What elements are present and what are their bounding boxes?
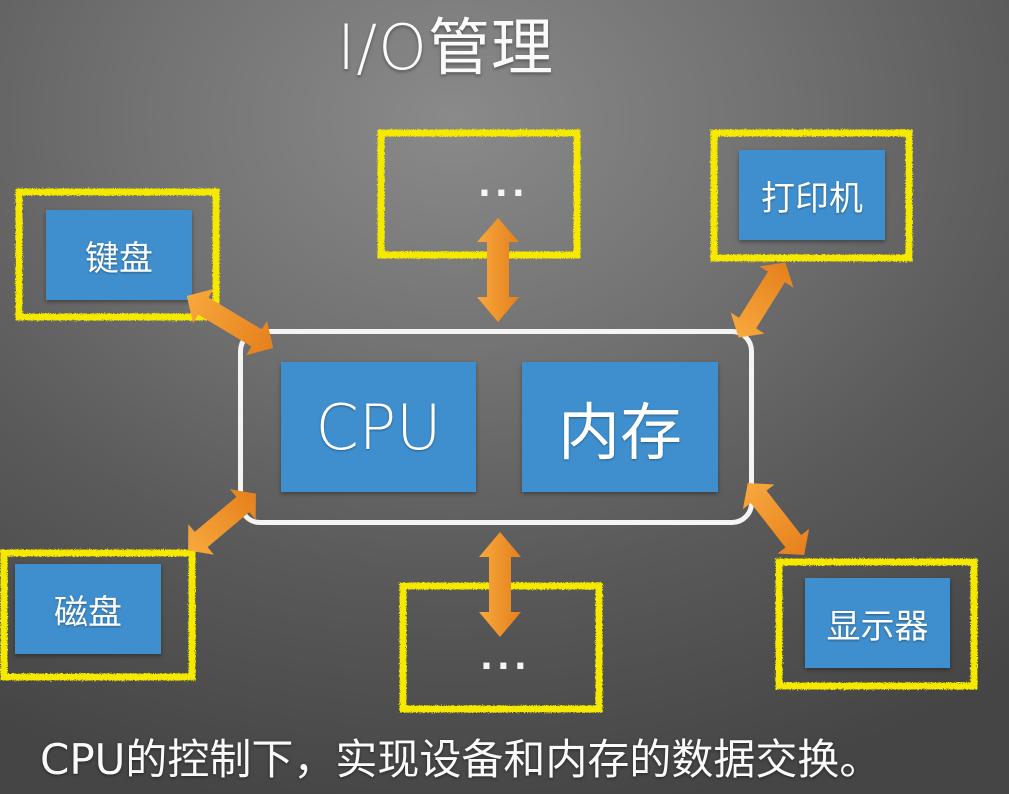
memory-label: 内存	[557, 396, 682, 469]
core-system-frame	[238, 329, 754, 525]
slide-title: I/O管理	[337, 11, 554, 84]
cpu-label: CPU	[315, 390, 442, 464]
arrow-printer-to-core	[730, 262, 794, 338]
arrow-keyboard-to-core	[186, 288, 274, 356]
memory-box: 内存	[522, 362, 718, 492]
keyboard-label: 键盘	[85, 238, 153, 279]
highlight-frame-display	[775, 558, 978, 690]
slide-caption: CPU的控制下，实现设备和内存的数据交换。	[40, 735, 882, 784]
arrow-disk-to-core	[188, 489, 256, 555]
display-box: 显示器	[805, 578, 950, 668]
disk-label: 磁盘	[54, 592, 122, 633]
highlight-frame-keyboard	[15, 188, 220, 321]
other-device-bottom-ellipsis: ...	[480, 638, 531, 678]
highlight-frame-printer	[710, 129, 913, 262]
display-label: 显示器	[826, 606, 929, 647]
disk-box: 磁盘	[15, 564, 161, 654]
cpu-box: CPU	[281, 362, 476, 492]
keyboard-box: 键盘	[46, 210, 192, 300]
arrow-core-to-bottom-device	[479, 532, 521, 637]
printer-label: 打印机	[761, 178, 863, 219]
other-device-top-ellipsis: ...	[478, 165, 529, 205]
arrow-top-device-to-core	[477, 218, 519, 322]
printer-box: 打印机	[739, 150, 885, 240]
arrow-display-to-core	[742, 482, 810, 556]
highlight-frame-disk	[0, 549, 196, 681]
highlight-frame-other-top	[377, 129, 581, 259]
